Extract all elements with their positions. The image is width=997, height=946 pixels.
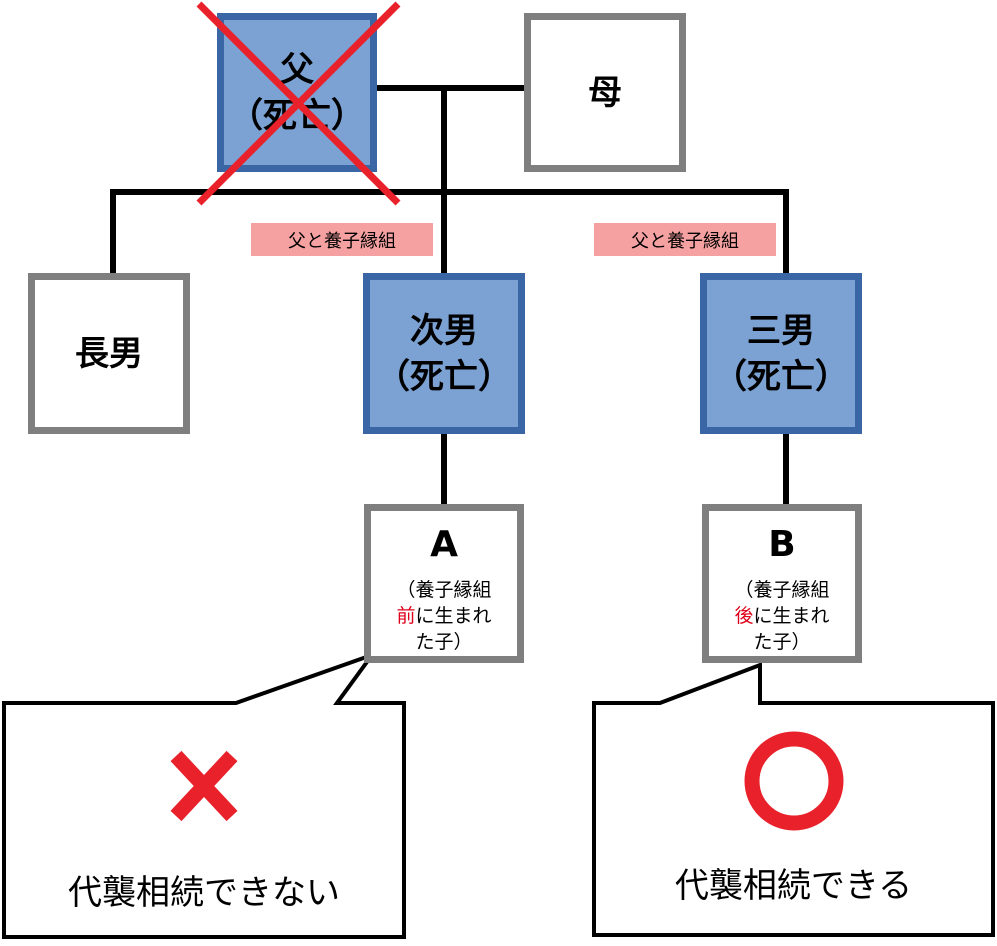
bubble-right-text: 代襲相続できる xyxy=(674,866,913,906)
speech-bubble-right xyxy=(592,662,995,937)
adoption-tag-left: 父と養子縁組 xyxy=(251,223,433,256)
third-son-status: （死亡） xyxy=(713,356,849,397)
connector-lines xyxy=(110,85,789,508)
adoption-tag-right: 父と養子縁組 xyxy=(594,223,776,256)
child-b-box: B （養子縁組 後に生まれ た子） xyxy=(702,504,862,663)
third-son-label: 三男 xyxy=(747,310,815,351)
child-a-note-line2: 前に生まれ xyxy=(396,603,491,629)
cross-mark-icon xyxy=(170,750,238,822)
child-b-note-line1: （養子縁組 xyxy=(734,579,830,601)
child-a-emphasis: 前 xyxy=(396,605,416,627)
child-a-letter: A xyxy=(430,524,458,565)
bubble-left-text: 代襲相続できない xyxy=(68,873,340,913)
child-a-note-line3: た子） xyxy=(415,631,473,653)
mother-box: 母 xyxy=(524,13,686,172)
father-box: 父 （死亡） xyxy=(217,13,377,172)
child-a-note-line2-rest: に生まれ xyxy=(415,605,492,627)
child-b-note-line2: 後に生まれ xyxy=(734,603,829,629)
child-a-note-line1: （養子縁組 xyxy=(396,579,492,601)
second-son-label: 次男 xyxy=(410,310,478,351)
third-son-box: 三男 （死亡） xyxy=(700,273,862,434)
child-a-box: A （養子縁組 前に生まれ た子） xyxy=(364,504,524,663)
father-label: 父 xyxy=(280,49,314,90)
second-son-box: 次男 （死亡） xyxy=(363,273,525,434)
child-b-emphasis: 後 xyxy=(734,605,754,627)
child-b-letter: B xyxy=(768,524,796,565)
child-b-note-line2-rest: に生まれ xyxy=(753,605,830,627)
circle-mark-icon xyxy=(744,731,844,831)
eldest-son-label: 長男 xyxy=(75,333,143,374)
eldest-son-box: 長男 xyxy=(28,273,190,434)
second-son-status: （死亡） xyxy=(376,356,512,397)
child-b-note-line3: た子） xyxy=(753,631,811,653)
mother-label: 母 xyxy=(588,72,622,113)
